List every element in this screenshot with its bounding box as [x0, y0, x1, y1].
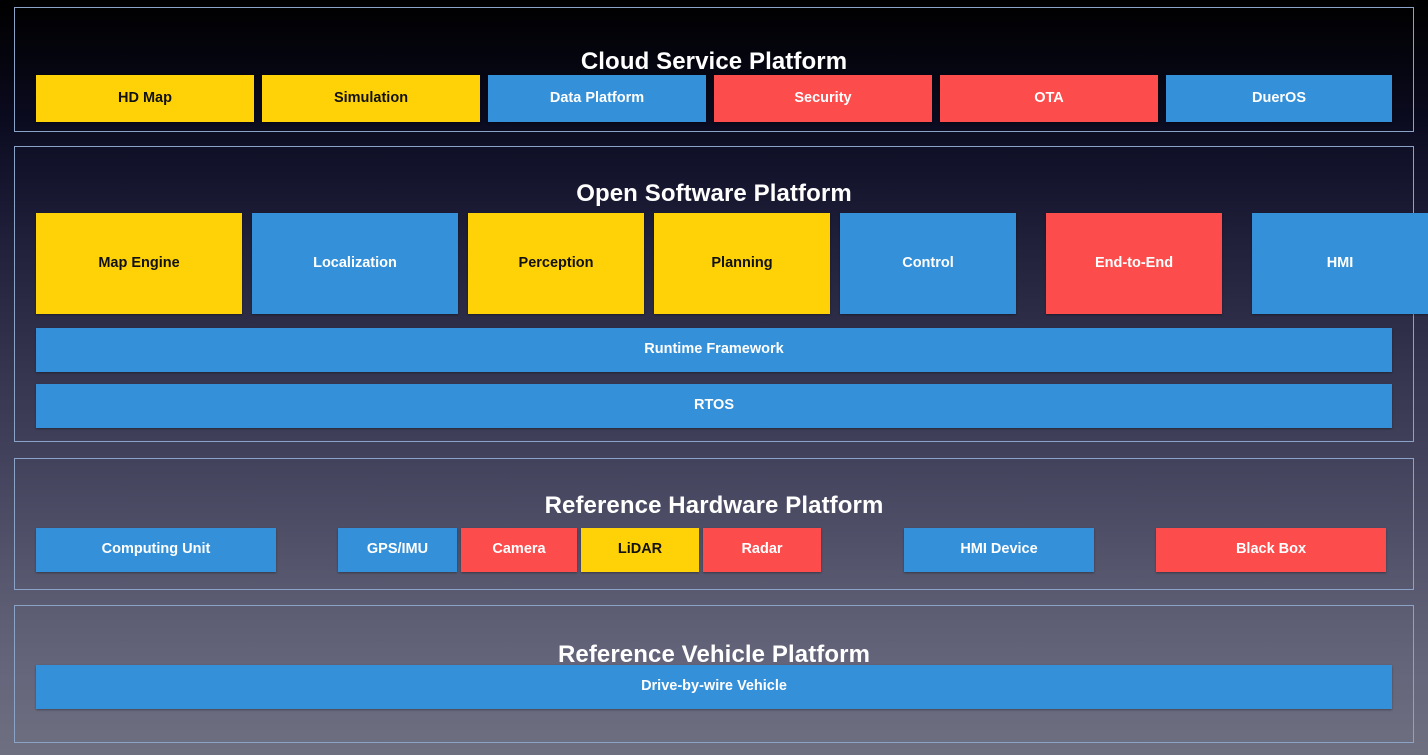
layer-title-open-software-platform: Open Software Platform: [576, 179, 852, 207]
block-drive-by-wire-vehicle[interactable]: Drive-by-wire Vehicle: [36, 665, 1392, 709]
block-hmi-device[interactable]: HMI Device: [904, 528, 1094, 572]
block-dueros[interactable]: DuerOS: [1166, 75, 1392, 122]
block-ota[interactable]: OTA: [940, 75, 1158, 122]
block-lidar[interactable]: LiDAR: [581, 528, 699, 572]
block-planning[interactable]: Planning: [654, 213, 830, 314]
block-localization[interactable]: Localization: [252, 213, 458, 314]
layer-reference-vehicle-platform: Reference Vehicle Platform Drive-by-wire…: [14, 605, 1414, 743]
layer-title-reference-hardware-platform: Reference Hardware Platform: [544, 491, 884, 519]
block-map-engine[interactable]: Map Engine: [36, 213, 242, 314]
block-perception[interactable]: Perception: [468, 213, 644, 314]
block-hmi[interactable]: HMI: [1252, 213, 1428, 314]
block-data-platform[interactable]: Data Platform: [488, 75, 706, 122]
layer-title-reference-vehicle-platform: Reference Vehicle Platform: [557, 640, 871, 668]
block-end-to-end[interactable]: End-to-End: [1046, 213, 1222, 314]
block-gps-imu[interactable]: GPS/IMU: [338, 528, 457, 572]
block-computing-unit[interactable]: Computing Unit: [36, 528, 276, 572]
layer-title-cloud-service-platform: Cloud Service Platform: [580, 47, 848, 75]
block-runtime-framework[interactable]: Runtime Framework: [36, 328, 1392, 372]
layer-cloud-service-platform: Cloud Service Platform HD Map Simulation…: [14, 7, 1414, 132]
block-security[interactable]: Security: [714, 75, 932, 122]
block-hd-map[interactable]: HD Map: [36, 75, 254, 122]
block-black-box[interactable]: Black Box: [1156, 528, 1386, 572]
layer-reference-hardware-platform: Reference Hardware Platform Computing Un…: [14, 458, 1414, 590]
block-camera[interactable]: Camera: [461, 528, 577, 572]
block-radar[interactable]: Radar: [703, 528, 821, 572]
block-rtos[interactable]: RTOS: [36, 384, 1392, 428]
block-simulation[interactable]: Simulation: [262, 75, 480, 122]
layer-open-software-platform: Open Software Platform Map Engine Locali…: [14, 146, 1428, 442]
block-control[interactable]: Control: [840, 213, 1016, 314]
